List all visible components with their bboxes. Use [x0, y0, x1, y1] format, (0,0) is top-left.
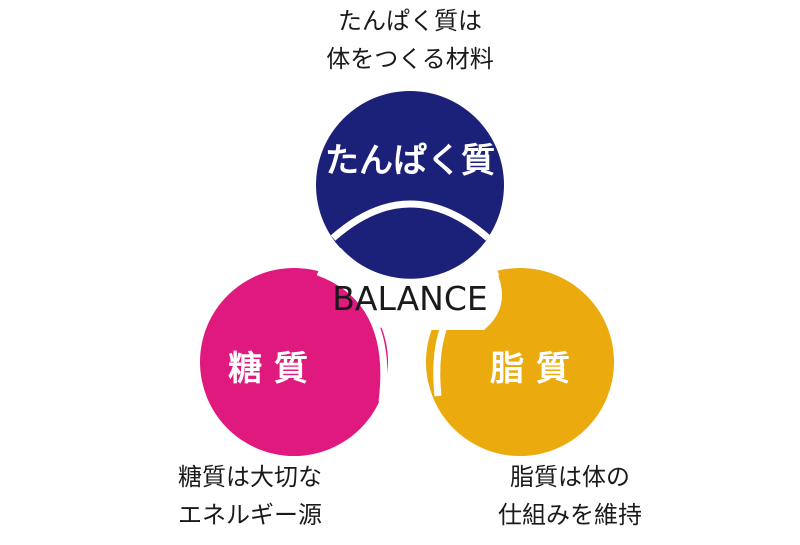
carb-inner-lobe	[313, 275, 382, 400]
center-label-balance: BALANCE	[332, 279, 488, 318]
carb-caption: 糖質は大切な エネルギー源	[140, 458, 360, 534]
protein-caption-line2: 体をつくる材料	[326, 45, 494, 73]
carb-caption-line2: エネルギー源	[178, 501, 322, 529]
fat-caption-line2: 仕組みを維持	[498, 501, 642, 529]
protein-caption-line1: たんぱく質は	[338, 7, 482, 35]
circle-label-fat: 脂 質	[490, 349, 570, 389]
fat-caption-line1: 脂質は体の	[510, 463, 630, 491]
separator-arc-top	[330, 200, 491, 241]
fat-caption: 脂質は体の 仕組みを維持	[460, 458, 680, 534]
carb-caption-line1: 糖質は大切な	[178, 463, 322, 491]
circle-label-protein: たんぱく質	[325, 141, 495, 181]
protein-lower-lobe	[333, 204, 488, 279]
circle-label-carb: 糖 質	[228, 349, 308, 389]
separator-arc-right	[433, 268, 500, 397]
separator-arc-left	[316, 268, 388, 403]
protein-caption: たんぱく質は 体をつくる材料	[300, 2, 520, 78]
